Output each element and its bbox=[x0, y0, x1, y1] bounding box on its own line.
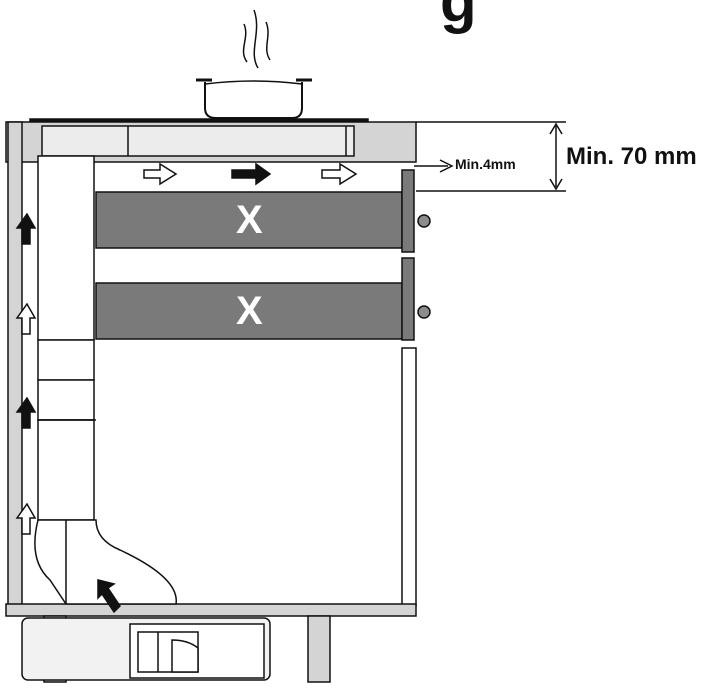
hollow-arrow-icon bbox=[15, 302, 37, 335]
gap-label: Min.4mm bbox=[455, 156, 516, 172]
drawer-2-front bbox=[401, 257, 415, 341]
front-panel bbox=[401, 347, 417, 607]
filled-arrow-icon bbox=[97, 579, 121, 614]
hob-housing bbox=[41, 125, 355, 157]
bottom-shelf bbox=[5, 603, 417, 617]
hollow-arrow-icon bbox=[15, 502, 37, 535]
drawer-1-label: X bbox=[236, 198, 263, 242]
steam-icon bbox=[242, 9, 271, 69]
drawer-1-front bbox=[401, 169, 415, 253]
filled-arrow-icon bbox=[15, 396, 37, 429]
title-fragment: g bbox=[440, 0, 477, 34]
filled-arrow-icon bbox=[231, 162, 272, 186]
leg-right bbox=[307, 615, 331, 683]
drawer-2-knob bbox=[417, 305, 431, 319]
drawer-2 bbox=[95, 282, 403, 340]
hollow-arrow-icon bbox=[143, 162, 178, 186]
clearance-label: Min. 70 mm bbox=[566, 143, 697, 170]
drawer-1-knob bbox=[417, 214, 431, 228]
drawer-2-label: X bbox=[236, 289, 263, 333]
hollow-arrow-icon bbox=[321, 162, 358, 186]
drawer-1 bbox=[95, 191, 403, 249]
filled-arrow-icon bbox=[15, 212, 37, 245]
fan-unit bbox=[21, 617, 271, 681]
cooking-pot-icon bbox=[196, 78, 312, 119]
ventilation-duct bbox=[34, 155, 177, 605]
back-wall bbox=[7, 121, 23, 607]
gap-arrow bbox=[414, 159, 454, 173]
